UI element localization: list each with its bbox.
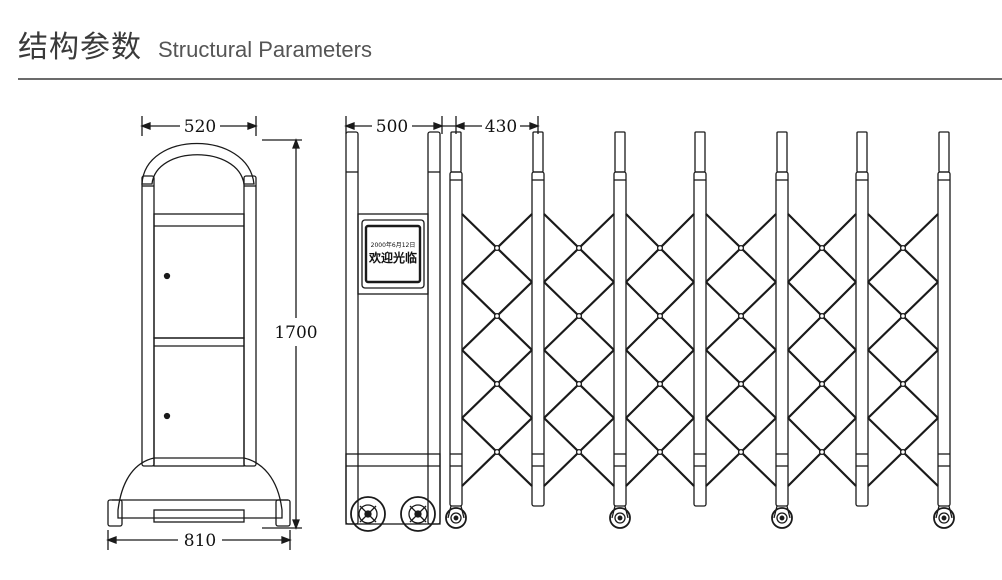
pivot-pin [493, 244, 501, 252]
post-cap [776, 131, 788, 173]
head-cabinet [345, 453, 441, 525]
dim-head-width: 500 [344, 116, 456, 137]
pivot-pin [899, 312, 907, 320]
head-wheel-left [350, 496, 386, 532]
pivot-pin [493, 312, 501, 320]
lattice-post [613, 171, 627, 507]
post-cap [856, 131, 868, 173]
pivot-pin [656, 380, 664, 388]
page-subtitle: Structural Parameters [158, 37, 372, 62]
post-cap [614, 131, 626, 173]
pivot-pin [656, 244, 664, 252]
head-post-left [345, 131, 359, 525]
sign-small-text: 2000年6月12日 [371, 241, 416, 249]
lock-upper [163, 272, 171, 280]
lattice-post [855, 171, 869, 507]
caster-fork [935, 505, 953, 519]
pivot-pin [575, 244, 583, 252]
pivot-pin [818, 244, 826, 252]
dim-base-width: 810 [106, 530, 292, 551]
pivot-pin [737, 244, 745, 252]
side-wheel-left [107, 499, 123, 527]
caster-wheel-icon [445, 507, 467, 529]
lattice-post [937, 171, 951, 507]
caster-axle [453, 515, 459, 521]
pivot-pin [493, 448, 501, 456]
caster-fork [611, 505, 629, 519]
page-title: 结构参数 [18, 30, 142, 65]
pivot-pin [575, 380, 583, 388]
pivot-pin [899, 244, 907, 252]
caster-axle [941, 515, 947, 521]
caster-wheel-icon [609, 507, 631, 529]
page-header: 结构参数 Structural Parameters [18, 22, 372, 66]
post-cap [694, 131, 706, 173]
lattice-post [693, 171, 707, 507]
lattice-post [775, 171, 789, 507]
side-post-left [141, 175, 155, 467]
front-view: 500 430 2000年6月12日 欢迎光临 [344, 116, 955, 532]
caster-fork [447, 505, 465, 519]
post-cap [532, 131, 544, 173]
pivot-pin [899, 380, 907, 388]
post-cap [938, 131, 950, 173]
welcome-sign: 2000年6月12日 欢迎光临 [357, 213, 429, 295]
pivot-pin [493, 380, 501, 388]
side-view: 520 1700 [106, 116, 318, 551]
caster-wheel-icon [771, 507, 793, 529]
dim-label-link-spacing: 430 [485, 117, 517, 137]
side-wheel-right [275, 499, 291, 527]
scissor-lattice [445, 131, 955, 529]
top-arch [141, 143, 255, 185]
pivot-pin [818, 448, 826, 456]
head-wheel-right [400, 496, 436, 532]
pivot-pin [737, 380, 745, 388]
dim-link-spacing: 430 [454, 116, 540, 137]
pivot-pin [656, 448, 664, 456]
dim-label-head-width: 500 [376, 117, 408, 137]
dim-height: 1700 [262, 138, 318, 530]
pivot-pin [656, 312, 664, 320]
pivot-pin [575, 312, 583, 320]
side-post-right [243, 175, 257, 467]
lattice-post [531, 171, 545, 507]
caster-fork [773, 505, 791, 519]
pivot-pin [899, 448, 907, 456]
pivot-pin [818, 312, 826, 320]
caster-axle [617, 515, 623, 521]
caster-hub [776, 512, 788, 524]
dim-label-side-width: 520 [184, 117, 216, 137]
caster-wheel-icon [933, 507, 955, 529]
caster-hub [938, 512, 950, 524]
header-divider [18, 78, 1002, 80]
pivot-pin [737, 448, 745, 456]
sign-main-text: 欢迎光临 [368, 250, 417, 265]
pivot-pin [818, 380, 826, 388]
caster-axle [779, 515, 785, 521]
pivot-pin [575, 448, 583, 456]
cabinet-lower [153, 337, 245, 467]
lattice-post [449, 171, 463, 507]
caster-hub [614, 512, 626, 524]
dim-label-height: 1700 [274, 323, 317, 343]
dim-label-base-width: 810 [184, 531, 216, 551]
caster-hub [450, 512, 462, 524]
lock-lower [163, 412, 171, 420]
pivot-pin [737, 312, 745, 320]
dim-side-width: 520 [140, 116, 258, 137]
head-post-right [427, 131, 441, 525]
side-base [117, 457, 283, 519]
post-cap [450, 131, 462, 173]
